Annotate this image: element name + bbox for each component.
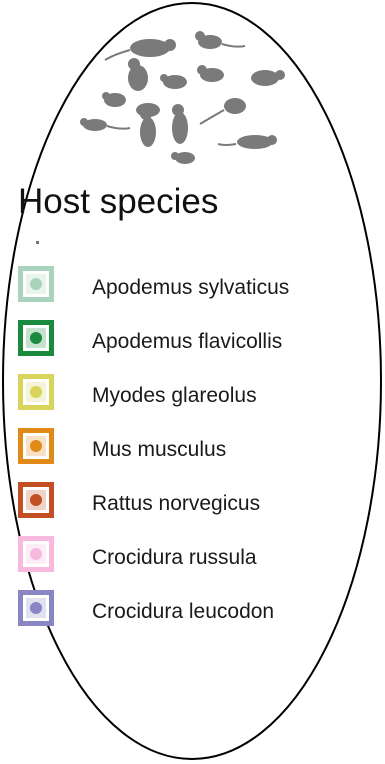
legend-label: Apodemus sylvaticus (92, 276, 289, 300)
legend-label: Crocidura leucodon (92, 600, 274, 624)
legend-item: Mus musculus (14, 424, 364, 478)
legend-title: Host species (18, 182, 218, 222)
legend-item: Crocidura leucodon (14, 586, 364, 640)
rodent-silhouettes-icon (60, 20, 300, 170)
legend-swatch (18, 590, 54, 626)
legend-label: Mus musculus (92, 438, 226, 462)
legend-item: Crocidura russula (14, 532, 364, 586)
legend-item: Apodemus sylvaticus (14, 262, 364, 316)
legend-item: Myodes glareolus (14, 370, 364, 424)
legend-label: Apodemus flavicollis (92, 330, 282, 354)
legend-list: Apodemus sylvaticus Apodemus flavicollis… (14, 262, 364, 640)
legend-swatch (18, 320, 54, 356)
legend-item: Apodemus flavicollis (14, 316, 364, 370)
legend-swatch (18, 536, 54, 572)
legend-label: Myodes glareolus (92, 384, 257, 408)
tick-mark (36, 241, 39, 244)
legend-swatch (18, 428, 54, 464)
legend-label: Rattus norvegicus (92, 492, 260, 516)
legend-swatch (18, 482, 54, 518)
legend-swatch (18, 266, 54, 302)
legend-swatch (18, 374, 54, 410)
legend-item: Rattus norvegicus (14, 478, 364, 532)
legend-label: Crocidura russula (92, 546, 257, 570)
